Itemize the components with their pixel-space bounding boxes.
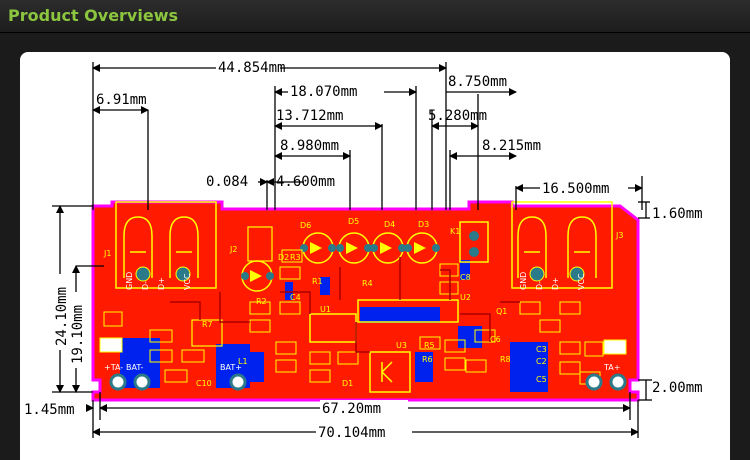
svg-text:R7: R7 (202, 320, 213, 329)
ic-u2 (357, 299, 459, 323)
port-mark-labels: +TA- BAT- BAT+ TA+ (104, 363, 620, 372)
dim-13-712: 13.712mm (276, 108, 343, 124)
dimension-labels: 44.854mm 18.070mm 8.750mm 6.91mm 13.712m… (24, 59, 703, 441)
connector-right (585, 339, 627, 391)
dim-67-20: 67.20mm (322, 401, 381, 417)
connector-left (99, 337, 247, 391)
copper-pour (458, 326, 482, 348)
copper-pour (360, 307, 440, 323)
led-row (300, 232, 440, 264)
svg-text:U3: U3 (396, 341, 407, 350)
dim-6-91: 6.91mm (96, 92, 147, 108)
dim-4-600: 4.600mm (276, 174, 335, 190)
ic-u3 (369, 351, 411, 393)
svg-text:+TA-: +TA- (104, 363, 123, 372)
svg-text:R3: R3 (290, 253, 301, 262)
copper-pour (460, 260, 470, 280)
svg-text:TA+: TA+ (603, 363, 620, 372)
usb-pin-labels: GND D- D+ VCC GND D- D+ VCC (125, 272, 586, 290)
svg-text:C8: C8 (460, 273, 471, 282)
copper-pour (415, 352, 433, 382)
dim-70-104: 70.104mm (318, 425, 385, 441)
chip-j2 (247, 226, 273, 262)
svg-text:L1: L1 (238, 357, 248, 366)
svg-text:R4: R4 (362, 279, 373, 288)
svg-text:GND: GND (125, 272, 134, 290)
dim-1-45: 1.45mm (24, 402, 75, 418)
usb-port-right (511, 201, 613, 289)
svg-text:U1: U1 (320, 305, 331, 314)
svg-text:D+: D+ (551, 277, 560, 290)
svg-text:D+: D+ (157, 277, 166, 290)
copper-pour (320, 277, 330, 295)
dim-1-60: 1.60mm (652, 206, 703, 222)
usb-port-left (115, 201, 217, 289)
svg-text:D-: D- (141, 281, 150, 290)
dim-44-854: 44.854mm (218, 60, 285, 76)
dim-16-500: 16.500mm (542, 181, 609, 197)
via-pad (175, 266, 191, 282)
dim-24-10: 24.10mm (54, 287, 70, 346)
copper-pour (285, 282, 293, 300)
svg-text:Q1: Q1 (496, 307, 507, 316)
svg-text:R2: R2 (256, 297, 267, 306)
via-pad (569, 266, 585, 282)
svg-text:D2: D2 (278, 253, 289, 262)
svg-text:D-: D- (535, 281, 544, 290)
pcb-drawing-panel: D6 D5 D4 D3 J2 J1 J3 D2 R3 R2 C4 R1 R4 U… (20, 52, 730, 460)
svg-text:R1: R1 (312, 277, 323, 286)
pcb-dimension-drawing: D6 D5 D4 D3 J2 J1 J3 D2 R3 R2 C4 R1 R4 U… (24, 59, 703, 441)
svg-text:C5: C5 (536, 375, 547, 384)
svg-text:BAT-: BAT- (126, 363, 143, 372)
svg-text:D1: D1 (342, 379, 353, 388)
section-header: Product Overviews (0, 0, 750, 33)
svg-text:C3: C3 (536, 345, 547, 354)
via-pad (529, 266, 545, 282)
svg-text:C4: C4 (290, 293, 301, 302)
svg-text:VCC: VCC (577, 273, 586, 290)
svg-text:C2: C2 (536, 357, 547, 366)
dim-8-750: 8.750mm (448, 74, 507, 90)
svg-text:C6: C6 (490, 335, 501, 344)
copper-traces (170, 257, 520, 353)
svg-text:J2: J2 (229, 245, 237, 254)
svg-text:D5: D5 (348, 217, 359, 226)
switch-k1 (459, 221, 489, 263)
copper-pour (510, 342, 548, 392)
dim-8-215: 8.215mm (482, 138, 541, 154)
svg-text:VCC: VCC (183, 273, 192, 290)
svg-text:D6: D6 (300, 221, 311, 230)
dim-2-00: 2.00mm (652, 380, 703, 396)
dim-19-10: 19.10mm (70, 305, 86, 364)
dim-0-084: 0.084 (206, 174, 248, 190)
pcb-board: D6 D5 D4 D3 J2 J1 J3 D2 R3 R2 C4 R1 R4 U… (91, 200, 640, 402)
svg-text:R5: R5 (424, 341, 435, 350)
svg-text:R8: R8 (500, 355, 511, 364)
svg-text:C10: C10 (196, 379, 212, 388)
svg-text:U2: U2 (460, 293, 471, 302)
svg-text:J1: J1 (103, 249, 111, 258)
svg-text:GND: GND (519, 272, 528, 290)
svg-text:R6: R6 (422, 355, 433, 364)
svg-text:J3: J3 (615, 231, 623, 240)
section-title: Product Overviews (8, 6, 178, 25)
svg-text:D4: D4 (384, 220, 395, 229)
dim-5-280: 5.280mm (428, 108, 487, 124)
chip (191, 319, 223, 347)
via-pad (135, 266, 151, 282)
svg-text:BAT+: BAT+ (220, 363, 242, 372)
svg-text:K1: K1 (450, 227, 460, 236)
dim-8-980: 8.980mm (280, 138, 339, 154)
refdes-labels: D6 D5 D4 D3 J2 J1 J3 D2 R3 R2 C4 R1 R4 U… (103, 217, 623, 388)
passive-components (103, 249, 604, 385)
dim-18-070: 18.070mm (290, 84, 357, 100)
svg-text:D3: D3 (418, 220, 429, 229)
copper-pour (244, 352, 264, 382)
